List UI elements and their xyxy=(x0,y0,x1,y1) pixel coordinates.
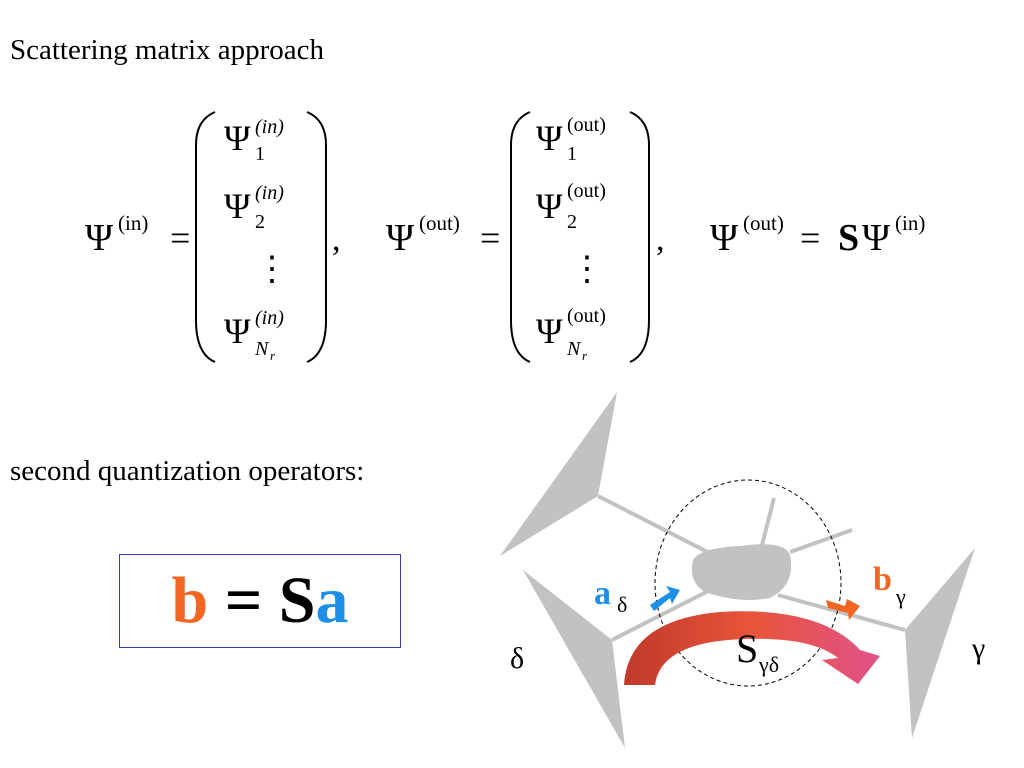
scattering-region-boundary xyxy=(654,479,842,687)
matrix-2-sup-2: (out) xyxy=(567,180,606,202)
psi-out-symbol-2: Ψ xyxy=(710,217,738,259)
operator-s: S xyxy=(278,564,316,637)
matrix-2-sup-n: (out) xyxy=(567,305,606,327)
slide-title: Scattering matrix approach xyxy=(10,34,325,66)
comma-2: , xyxy=(656,221,665,258)
matrix-1-vdots: ⋮ xyxy=(255,251,289,288)
comma-1: , xyxy=(332,221,341,258)
equals-sign-3: = xyxy=(800,218,820,258)
matrix-2-vdots: ⋮ xyxy=(570,251,604,288)
incoming-arrow-icon xyxy=(650,586,680,611)
matrix-2-psi-2: Ψ xyxy=(536,186,563,226)
label-s: S xyxy=(736,626,758,671)
matrix-2-sub-n: N xyxy=(566,338,582,360)
operator-equals: = xyxy=(208,564,279,637)
label-a: a xyxy=(594,575,611,612)
label-lead-delta: δ xyxy=(510,642,524,675)
matrix-2-psi-n: Ψ xyxy=(536,311,563,351)
matrix-1-sup-n: (in) xyxy=(255,307,284,329)
matrix-1-sub-1: 1 xyxy=(255,143,265,165)
matrix-1-sub-r: r xyxy=(270,348,276,363)
outgoing-arrow-icon xyxy=(826,599,860,620)
reservoir-top-left xyxy=(500,392,617,556)
matrix-1-psi-n: Ψ xyxy=(224,311,251,351)
matrix-2-psi-1: Ψ xyxy=(536,118,563,158)
label-b: b xyxy=(873,561,892,598)
label-lead-gamma: γ xyxy=(971,632,985,665)
equals-sign-2: = xyxy=(480,218,500,258)
matrix-1-sup-2: (in) xyxy=(255,182,284,204)
matrix-2-left-bracket xyxy=(510,111,531,363)
psi-out-superscript-2: (out) xyxy=(743,211,784,235)
scattering-arc-arrow xyxy=(624,611,880,685)
matrix-2-sup-1: (out) xyxy=(567,114,606,136)
psi-in-symbol: Ψ xyxy=(85,217,113,259)
matrix-2-sub-r: r xyxy=(582,348,588,363)
scatterer-region xyxy=(691,544,792,600)
matrix-1-psi-1: Ψ xyxy=(224,118,251,158)
reservoir-bottom-left xyxy=(523,570,625,748)
operator-equation-box: b = Sa xyxy=(119,554,401,648)
matrix-2-right-bracket xyxy=(629,111,650,363)
psi-in-symbol-2: Ψ xyxy=(862,217,890,259)
matrix-1-sup-1: (in) xyxy=(255,116,284,138)
label-b-sub: γ xyxy=(895,584,906,609)
lead-wires xyxy=(597,494,906,642)
psi-in-superscript-2: (in) xyxy=(895,211,925,235)
scattering-diagram: a δ b γ S γδ δ γ xyxy=(500,392,985,748)
matrix-2-sub-1: 1 xyxy=(567,143,577,165)
scattering-matrix-s: S xyxy=(838,217,859,259)
matrix-1-left-bracket xyxy=(195,111,216,363)
operator-a: a xyxy=(315,564,349,637)
operator-b: b xyxy=(171,564,209,637)
matrix-1-right-bracket xyxy=(306,111,327,363)
subtitle: second quantization operators: xyxy=(10,455,365,487)
matrix-1-sub-2: 2 xyxy=(255,211,265,233)
matrix-1-sub-n: N xyxy=(254,338,270,360)
equals-sign-1: = xyxy=(170,218,190,258)
psi-in-superscript: (in) xyxy=(118,211,148,235)
label-s-sub: γδ xyxy=(758,652,779,677)
label-a-sub: δ xyxy=(617,592,627,617)
reservoir-right xyxy=(905,548,975,738)
matrix-1-psi-2: Ψ xyxy=(224,186,251,226)
matrix-2-sub-2: 2 xyxy=(567,211,577,233)
psi-out-symbol: Ψ xyxy=(386,217,414,259)
matrix-equations: Ψ (in) = Ψ (in) 1 Ψ (in) 2 ⋮ Ψ (in) N r … xyxy=(85,111,925,363)
psi-out-superscript: (out) xyxy=(419,211,460,235)
